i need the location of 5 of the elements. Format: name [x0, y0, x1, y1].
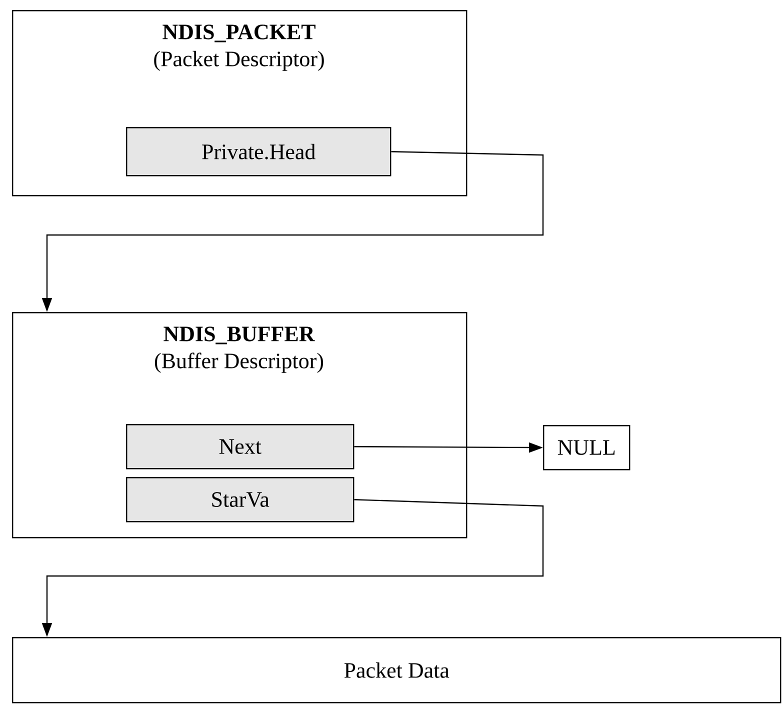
field-box: StarVa [126, 477, 354, 522]
null-box: NULL [543, 425, 630, 470]
data-box: Packet Data [12, 637, 782, 704]
field-box: Next [126, 424, 354, 470]
field-box: Private.Head [126, 127, 392, 176]
